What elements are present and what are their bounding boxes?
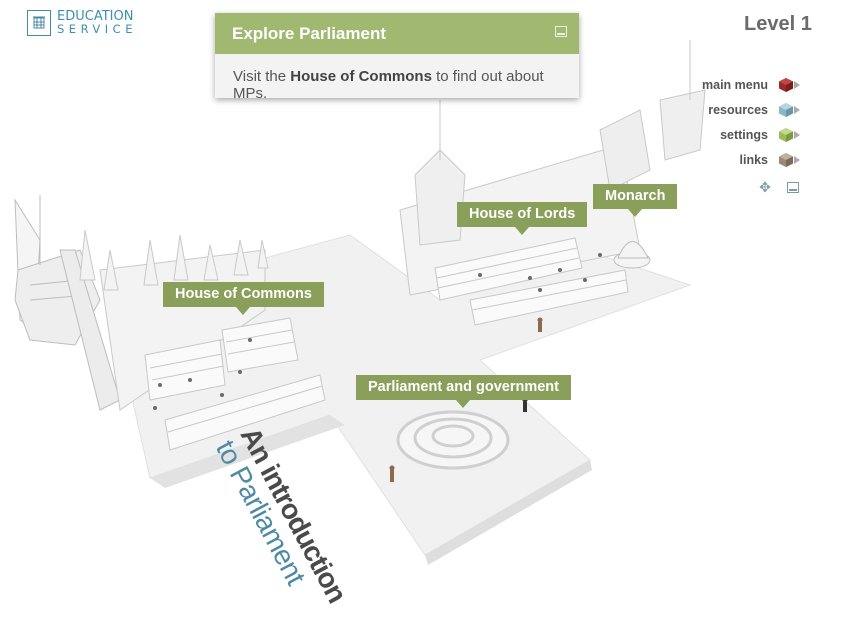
blue-cube-icon bbox=[779, 102, 793, 117]
menu-item-links[interactable]: links bbox=[702, 147, 800, 172]
hotspot-parliament-and-government[interactable]: Parliament and government bbox=[356, 375, 571, 408]
arrow-right-icon bbox=[794, 130, 800, 139]
level-indicator: Level 1 bbox=[744, 13, 812, 35]
menu-label: main menu bbox=[702, 77, 768, 92]
logo-line1: EDUCATION bbox=[57, 9, 134, 25]
brown-cube-icon bbox=[779, 152, 793, 167]
popup-message: Visit the House of Commons to find out a… bbox=[233, 68, 544, 102]
red-cube-icon bbox=[779, 77, 793, 92]
arrow-right-icon bbox=[794, 155, 800, 164]
menu-label: resources bbox=[708, 102, 768, 117]
minimize-icon[interactable] bbox=[787, 181, 799, 193]
logo-line2: SERVICE bbox=[57, 22, 137, 37]
hotspot-house-of-commons[interactable]: House of Commons bbox=[163, 282, 324, 315]
victoria-tower bbox=[14, 195, 121, 411]
arrow-right-icon bbox=[794, 80, 800, 89]
hotspot-house-of-lords[interactable]: House of Lords bbox=[457, 202, 588, 235]
menu-label: links bbox=[739, 152, 769, 167]
arrow-right-icon bbox=[794, 105, 800, 114]
popup-link-commons[interactable]: House of Commons bbox=[290, 68, 432, 85]
move-icon[interactable]: ✥ bbox=[759, 179, 771, 195]
menu-item-settings[interactable]: settings bbox=[702, 122, 800, 147]
side-menu: main menu resources settings links bbox=[702, 72, 800, 172]
green-cube-icon bbox=[779, 127, 793, 142]
minimize-icon[interactable] bbox=[555, 26, 567, 37]
view-tools: ✥ bbox=[758, 180, 799, 194]
portcullis-icon bbox=[27, 10, 51, 36]
menu-label: settings bbox=[720, 127, 768, 142]
menu-item-main-menu[interactable]: main menu bbox=[702, 72, 800, 97]
explore-parliament-popup: Explore Parliament Visit the House of Co… bbox=[215, 13, 579, 102]
education-service-logo[interactable]: EDUCATION SERVICE bbox=[27, 10, 137, 36]
menu-item-resources[interactable]: resources bbox=[702, 97, 800, 122]
hotspot-monarch[interactable]: Monarch bbox=[593, 184, 678, 217]
popup-title: Explore Parliament bbox=[232, 23, 387, 43]
